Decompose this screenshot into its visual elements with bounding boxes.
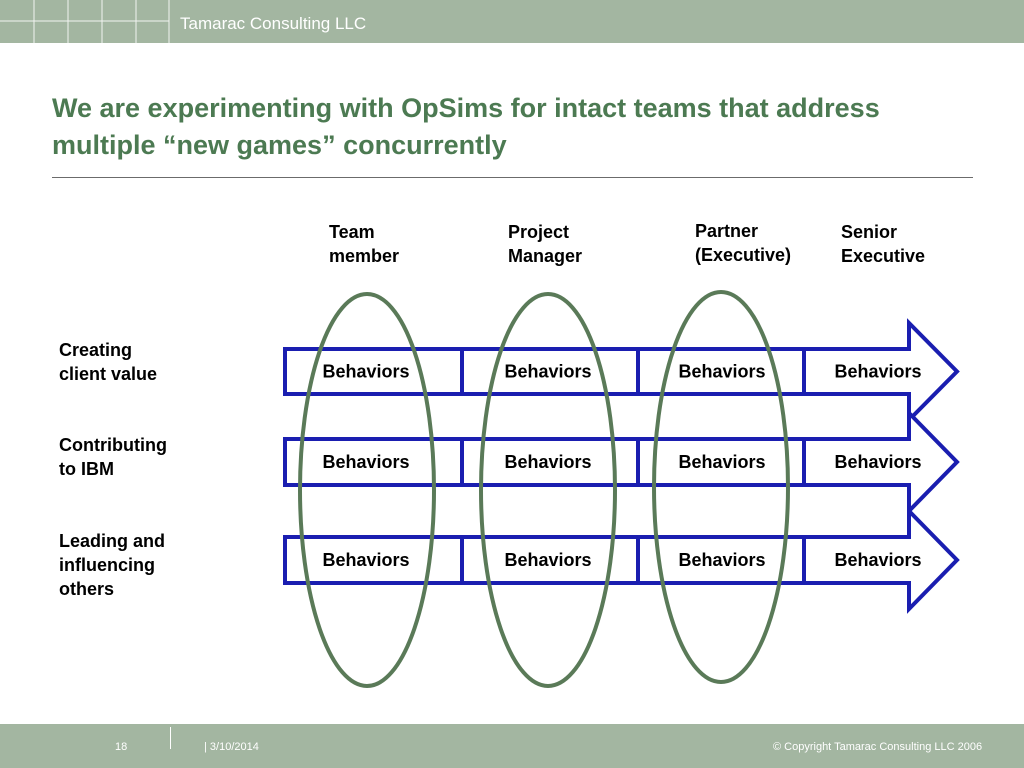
column-header-project-manager: Project Manager bbox=[508, 220, 582, 268]
row-label-line: others bbox=[59, 579, 115, 599]
row-label-line: Creating bbox=[59, 340, 133, 360]
footer-divider bbox=[170, 727, 171, 749]
header-band bbox=[0, 0, 1024, 43]
role-ellipse bbox=[479, 292, 617, 688]
column-header-line: Manager bbox=[508, 246, 583, 266]
column-header-line: (Executive) bbox=[695, 245, 792, 265]
behaviors-label: Behaviors bbox=[322, 550, 409, 570]
behaviors-label: Behaviors bbox=[834, 550, 921, 570]
behaviors-label: Behaviors bbox=[678, 452, 765, 472]
row-label-line: to IBM bbox=[59, 459, 114, 479]
slide-date: | 3/10/2014 bbox=[204, 741, 259, 753]
behaviors-label: Behaviors bbox=[678, 362, 765, 382]
behaviors-label: Behaviors bbox=[834, 362, 921, 382]
column-header-team-member: Team member bbox=[329, 220, 399, 268]
row-arrow bbox=[283, 506, 960, 614]
row-arrow bbox=[283, 408, 960, 516]
behaviors-label: Behaviors bbox=[504, 362, 591, 382]
company-name: Tamarac Consulting LLC bbox=[180, 14, 367, 33]
role-ellipse bbox=[652, 290, 790, 684]
column-header-line: Project bbox=[508, 222, 570, 242]
row-label-line: influencing bbox=[59, 555, 155, 575]
row-label-line: Leading and bbox=[59, 531, 166, 551]
behaviors-label: Behaviors bbox=[504, 550, 591, 570]
row-label-creating-client-value: Creating client value bbox=[59, 338, 157, 386]
behaviors-label: Behaviors bbox=[834, 452, 921, 472]
column-header-senior-executive: Senior Executive bbox=[841, 220, 925, 268]
column-header-line: Team bbox=[329, 222, 375, 242]
behaviors-label: Behaviors bbox=[322, 452, 409, 472]
row-label-contributing-to-ibm: Contributing to IBM bbox=[59, 433, 167, 481]
row-label-line: client value bbox=[59, 364, 158, 384]
behaviors-label: Behaviors bbox=[504, 452, 591, 472]
behaviors-label: Behaviors bbox=[678, 550, 765, 570]
page-number: 18 bbox=[115, 741, 128, 753]
column-header-line: Partner bbox=[695, 221, 759, 241]
role-ellipse bbox=[298, 292, 436, 688]
row-label-leading-and-influencing: Leading and influencing others bbox=[59, 529, 165, 601]
column-header-partner: Partner (Executive) bbox=[695, 219, 791, 267]
column-header-line: member bbox=[329, 246, 400, 266]
slide-title: We are experimenting with OpSims for int… bbox=[52, 93, 880, 160]
column-header-line: Senior bbox=[841, 222, 898, 242]
title-divider bbox=[52, 177, 973, 178]
copyright-text: © Copyright Tamarac Consulting LLC 2006 bbox=[773, 741, 983, 753]
behaviors-label: Behaviors bbox=[322, 362, 409, 382]
column-header-line: Executive bbox=[841, 246, 926, 266]
header-grid-decoration bbox=[0, 0, 170, 43]
row-arrow bbox=[283, 318, 960, 425]
row-label-line: Contributing bbox=[59, 435, 167, 455]
